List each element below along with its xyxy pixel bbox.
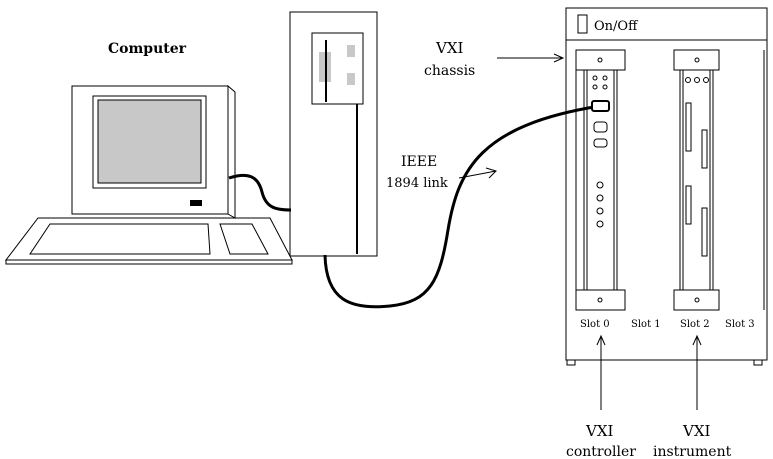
ieee-label-line2: 1894 link (386, 176, 448, 191)
vxi-controller-label-line1: VXI (585, 422, 614, 440)
computer: Computer (4, 11, 378, 265)
ieee-arrow (458, 170, 497, 179)
on-off-label: On/Off (594, 19, 639, 34)
vxi-controller-module (575, 49, 626, 311)
monitor-screen (97, 99, 202, 184)
ieee-1394-cable (323, 104, 601, 309)
computer-tower (289, 11, 378, 257)
power-switch (577, 14, 588, 34)
computer-label: Computer (108, 41, 187, 57)
ieee-label-line1: IEEE (401, 154, 437, 170)
slot-3-label: Slot 3 (725, 319, 755, 330)
slot-0-label: Slot 0 (580, 319, 610, 330)
vxi-controller-label-line2: controller (566, 444, 636, 459)
slot-2-label: Slot 2 (680, 319, 710, 330)
computer-monitor (71, 84, 236, 219)
vxi-chassis-label-line2: chassis (424, 63, 475, 79)
monitor-cable (228, 173, 292, 212)
vxi-instrument-module (673, 49, 720, 311)
vxi-instrument-label-line1: VXI (682, 422, 711, 440)
vxi-chassis: On/Off (565, 7, 768, 366)
monitor-power-led (190, 200, 202, 206)
slot-1-label: Slot 1 (631, 319, 661, 330)
vxi-chassis-label-line1: VXI (435, 39, 464, 57)
vxi-instrument-label-line2: instrument (653, 444, 732, 459)
ieee-1394-port (591, 100, 610, 112)
computer-keyboard (4, 217, 293, 265)
